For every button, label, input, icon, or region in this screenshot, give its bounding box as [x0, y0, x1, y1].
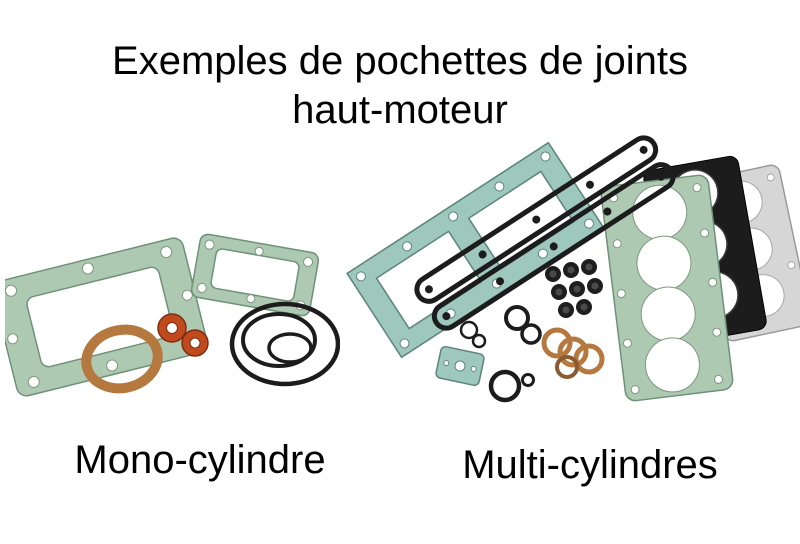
copper-washers: [541, 327, 605, 379]
title-line-1: Exemples de pochettes de joints: [112, 38, 688, 83]
mono-cylinder-label: Mono-cylindre: [74, 438, 326, 482]
small-o-rings: [459, 305, 542, 349]
page-title: Exemples de pochettes de joints haut-mot…: [0, 37, 800, 135]
mono-cylinder-gasket-kit-illustration: [5, 233, 340, 397]
small-plate-gasket: [435, 345, 485, 387]
o-rings: [229, 301, 340, 387]
cover-gasket: [190, 233, 320, 317]
black-rail-gaskets: [414, 135, 676, 331]
multi-cylinder-label: Multi-cylindres: [462, 443, 718, 487]
rubber-grommets: [157, 313, 209, 357]
multi-cylinder-gasket-kit-illustration: [346, 135, 800, 403]
black-ring-and-seal: [488, 369, 535, 403]
green-head-gasket: [600, 174, 734, 402]
title-line-2: haut-moteur: [292, 87, 508, 132]
copper-washer: [81, 324, 163, 394]
valve-stem-seals: [545, 259, 603, 318]
